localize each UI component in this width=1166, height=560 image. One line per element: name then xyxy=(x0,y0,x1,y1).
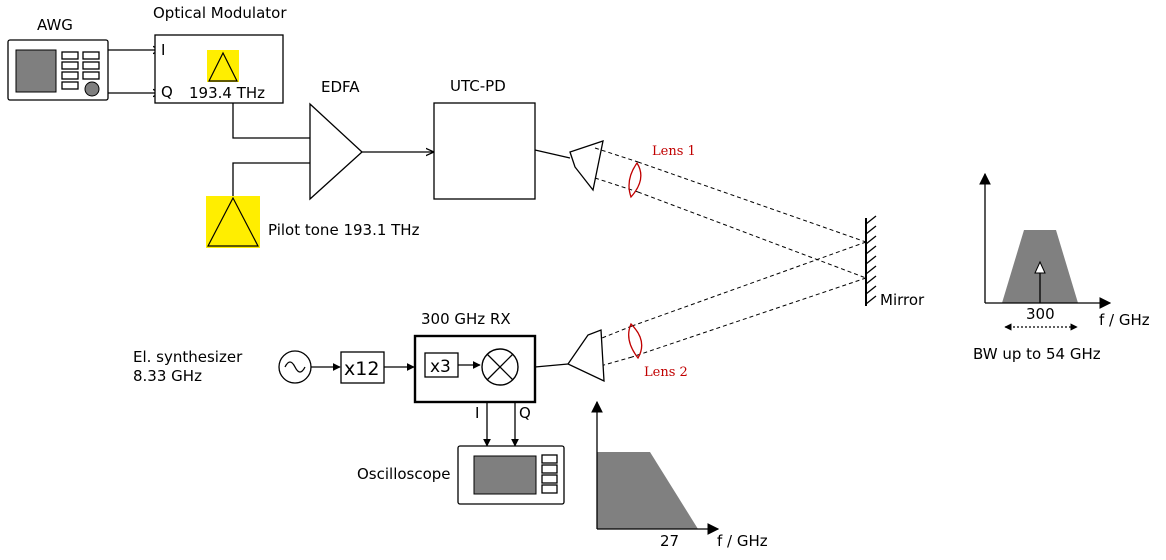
synthesizer-label-line2: 8.33 GHz xyxy=(133,367,202,385)
oscilloscope-label: Oscilloscope xyxy=(357,465,451,483)
carrier-laser-icon xyxy=(207,50,239,82)
multiplier-x3-box xyxy=(424,352,459,378)
rf-spectrum xyxy=(979,172,1112,331)
optical-modulator-label: Optical Modulator xyxy=(153,4,287,22)
awg-screen xyxy=(15,49,57,93)
oscilloscope-screen xyxy=(473,455,537,495)
pilot-tone-label: Pilot tone 193.1 THz xyxy=(268,221,420,239)
modulator-i-port: I xyxy=(161,41,165,59)
lens-2 xyxy=(628,322,643,360)
bandwidth-label: BW up to 54 GHz xyxy=(973,345,1101,363)
synthesizer-label-line1: El. synthesizer xyxy=(133,348,243,366)
oscillator-icon xyxy=(278,350,312,384)
lens-2-label: Lens 2 xyxy=(644,365,688,380)
rx-label: 300 GHz RX xyxy=(421,310,511,328)
baseband-tick-27: 27 xyxy=(660,532,679,550)
rx-q-output: Q xyxy=(519,404,531,422)
awg-instrument xyxy=(7,39,109,101)
tx-horn-antenna xyxy=(569,140,604,192)
rx-i-output: I xyxy=(475,404,479,422)
pilot-tone-laser-icon xyxy=(206,196,260,248)
modulator-q-port: Q xyxy=(161,83,173,101)
awg-label: AWG xyxy=(37,16,73,34)
baseband-axis-label: f / GHz xyxy=(717,532,768,550)
lens-1-label: Lens 1 xyxy=(652,144,696,159)
oscilloscope-instrument xyxy=(457,445,565,505)
mirror-label: Mirror xyxy=(880,291,925,309)
rf-tick-300: 300 xyxy=(1026,305,1055,323)
edfa-label: EDFA xyxy=(321,78,360,96)
baseband-spectrum-shape xyxy=(597,452,698,529)
utc-pd-box xyxy=(433,102,536,200)
rf-axis-label: f / GHz xyxy=(1099,311,1150,329)
lens-1 xyxy=(628,161,642,199)
rf-carrier-arrow xyxy=(1034,260,1046,274)
baseband-spectrum xyxy=(591,400,720,535)
carrier-frequency: 193.4 THz xyxy=(189,84,265,102)
multiplier-x12-label: x12 xyxy=(344,358,379,380)
awg-knob xyxy=(84,81,100,97)
mirror xyxy=(865,215,877,306)
utc-pd-label: UTC-PD xyxy=(450,77,506,95)
mixer-icon xyxy=(481,348,519,386)
edfa-amplifier xyxy=(309,102,363,201)
multiplier-x3-label: x3 xyxy=(430,357,451,377)
rx-horn-antenna xyxy=(567,329,605,383)
